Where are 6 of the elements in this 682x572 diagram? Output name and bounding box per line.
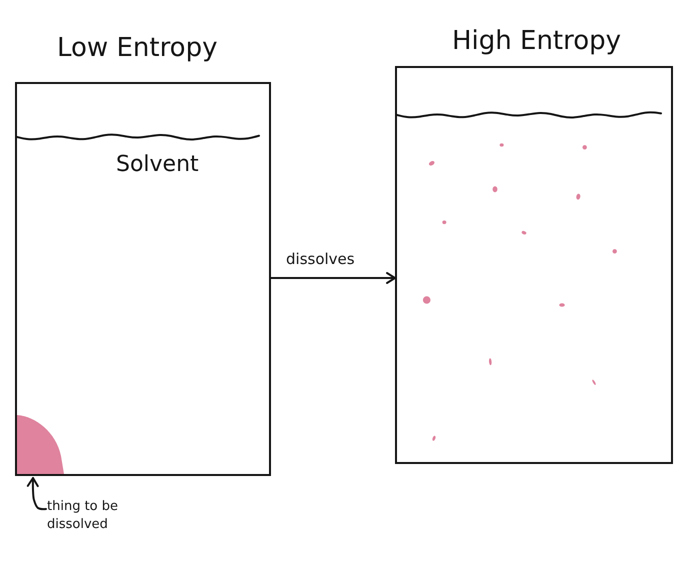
arrow (270, 272, 396, 284)
solute-blob (17, 414, 64, 474)
container-title: High Entropy (452, 26, 622, 58)
annotation-text: thing to be dissolved (47, 498, 129, 534)
solvent-label: Solvent (116, 152, 199, 178)
container-title: Low Entropy (57, 33, 218, 64)
